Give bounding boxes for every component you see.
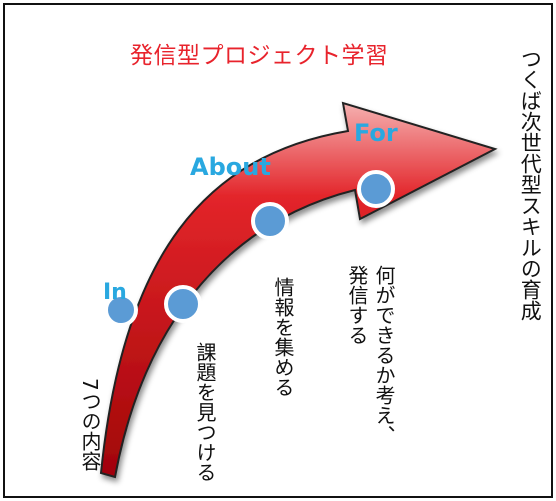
step-dot-about [251,202,289,240]
goal-text: つくば次世代型スキルの育成 [518,48,543,321]
diagram-title: 発信型プロジェクト学習 [130,43,389,69]
stage-label-for: For [354,119,398,147]
step-text-issue: 課題を見つける [193,342,217,482]
step-dot-for [357,170,395,208]
stage-label-in: In [103,280,127,305]
step-dot-in [164,285,202,323]
growth-arrow [99,101,498,479]
arrow-diagram [99,101,498,479]
step-text-seven: 7つの内容 [78,378,102,471]
stage-label-about: About [190,153,271,181]
diagram-frame [3,3,553,498]
step-text-think: 何ができるか考え、 [372,265,396,445]
step-dot-seven [104,293,138,327]
step-text-send: 発信する [345,265,369,345]
step-text-info: 情報を集める [271,277,295,397]
